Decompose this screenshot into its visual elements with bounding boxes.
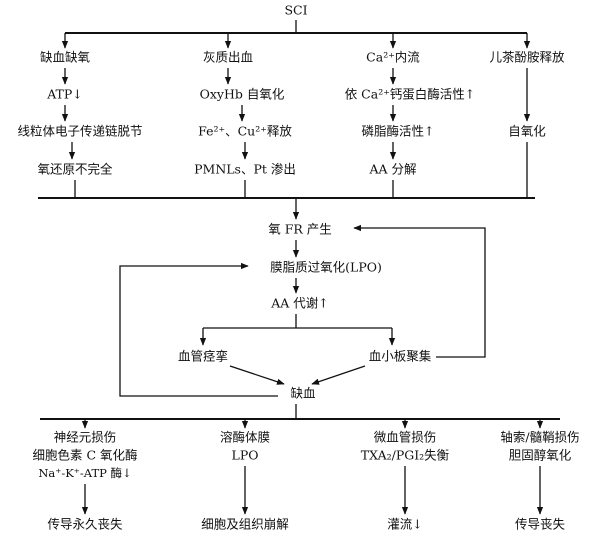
col3-item-1: 依 Ca²⁺钙蛋白酶活性↑ (345, 87, 476, 102)
bottom1-line2: Na⁺-K⁺-ATP 酶↓ (38, 466, 131, 480)
col1-item-0: 缺血缺氧 (40, 50, 91, 65)
col2-item-1: OxyHb 自氧化 (200, 87, 285, 102)
arrow-platelet-to-ischemia (311, 365, 366, 385)
platelet-label: 血小板聚集 (369, 349, 432, 364)
lpo-label: 膜脂质过氧化(LPO) (270, 260, 382, 275)
bottom2-result: 细胞及组织崩解 (201, 517, 289, 532)
col2-item-3: PMNLs、Pt 渗出 (194, 162, 296, 177)
arrow-vasospasm-to-ischemia (229, 365, 285, 385)
bottom2-line1: LPO (232, 448, 259, 463)
vasospasm-label: 血管痉挛 (178, 349, 228, 364)
col1-item-2: 线粒体电子传递链脱节 (17, 124, 142, 139)
ischemia-label: 缺血 (290, 386, 315, 401)
bottom3-line1: TXA₂/PGI₂失衡 (361, 448, 449, 463)
bottom2-line0: 溶酶体膜 (220, 430, 270, 445)
col2-item-0: 灰质出血 (203, 50, 253, 65)
col3-item-0: Ca²⁺内流 (366, 50, 420, 65)
bottom4-line0: 轴索/髓鞘损伤 (500, 430, 579, 445)
col1-item-1: ATP↓ (46, 87, 83, 102)
bottom3-result: 灌流↓ (387, 517, 422, 532)
col4-item-0: 儿茶酚胺释放 (489, 50, 565, 65)
feedback-loop-right (353, 224, 486, 358)
fr-label: 氧 FR 产生 (268, 222, 332, 237)
col1-item-3: 氧还原不完全 (37, 162, 113, 177)
bottom4-line1: 胆固醇氧化 (509, 448, 572, 463)
feedback-loop-left (119, 262, 278, 397)
col3-item-3: AA 分解 (368, 162, 416, 177)
bottom1-line0: 神经元损伤 (54, 430, 117, 445)
col3-item-2: 磷脂酶活性↑ (362, 124, 435, 139)
col2-item-2: Fe²⁺、Cu²⁺释放 (198, 124, 292, 139)
root-label: SCI (284, 3, 307, 18)
aa-label: AA 代谢↑ (270, 296, 329, 311)
bottom3-line0: 微血管损伤 (374, 430, 437, 445)
bottom1-line1: 细胞色素 C 氧化酶 (32, 448, 137, 463)
bottom4-result: 传导丧失 (515, 517, 566, 532)
col4-item-1: 自氧化 (508, 124, 546, 139)
bottom1-result: 传导永久丧失 (47, 517, 123, 532)
